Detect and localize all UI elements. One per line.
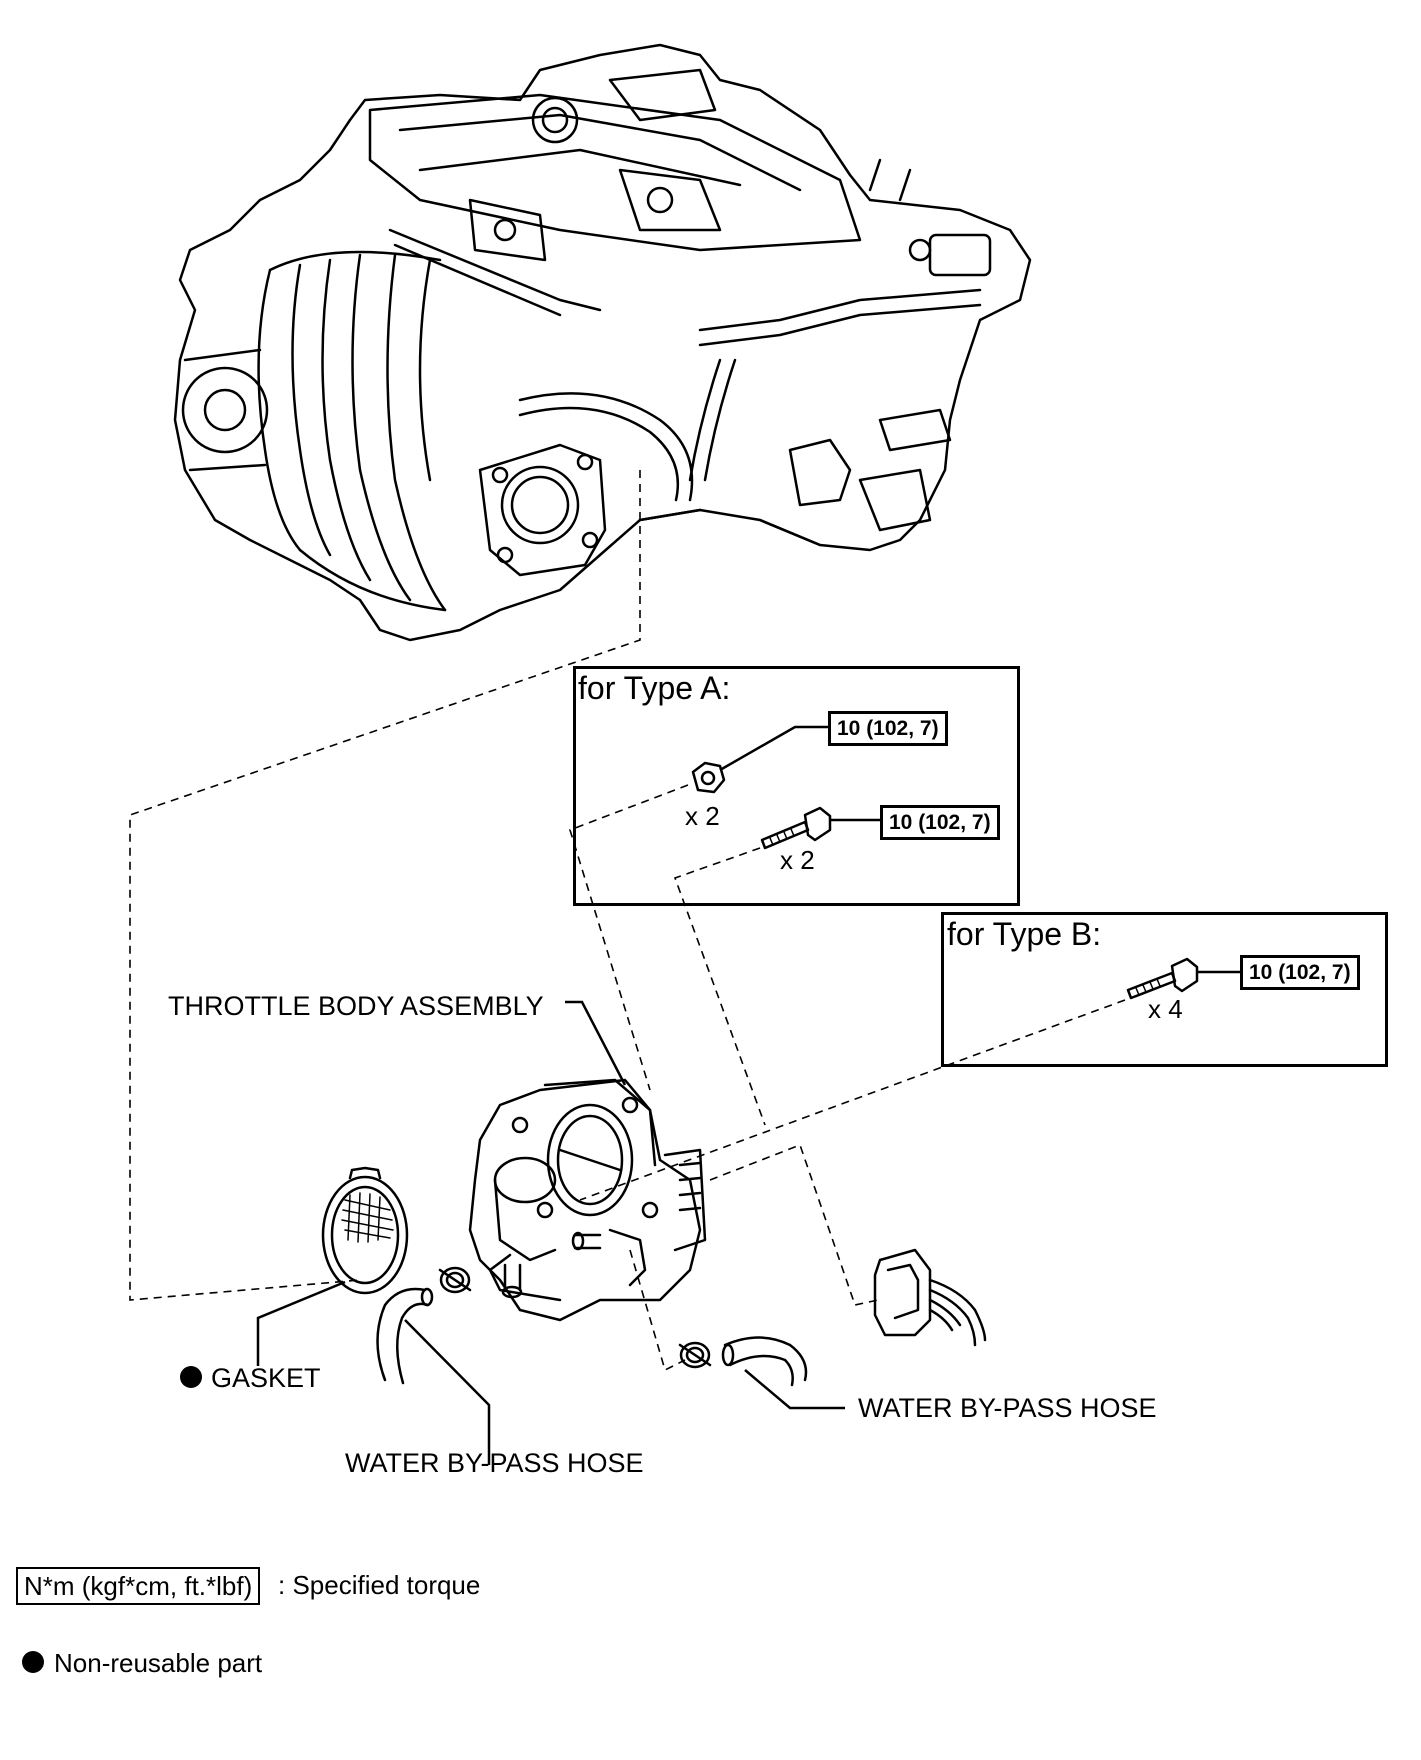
right-hose-label: WATER BY-PASS HOSE xyxy=(858,1393,1157,1423)
nonreusable-legend-dot xyxy=(22,1651,44,1673)
gasket-leader xyxy=(256,1280,346,1366)
right-hose-leader xyxy=(744,1369,845,1410)
throttle-body-leader xyxy=(565,1000,627,1086)
type-a-bolt-torque: 10 (102, 7) xyxy=(880,805,1000,840)
connector-drawing xyxy=(873,1248,987,1347)
type-a-frame xyxy=(573,666,1020,906)
left-hose-drawing xyxy=(376,1266,472,1385)
type-a-nut-quantity: x 2 xyxy=(685,801,720,831)
gasket-nonreusable-dot xyxy=(180,1366,202,1388)
right-hose-drawing xyxy=(678,1336,808,1387)
type-a-bolt-drawing xyxy=(760,806,832,850)
type-b-title: for Type B: xyxy=(947,916,1102,952)
gasket-label: GASKET xyxy=(211,1363,321,1393)
type-a-nut-dashed-line xyxy=(569,784,689,1091)
engine-to-gasket-dashed-line xyxy=(129,470,641,1301)
left-hose-label: WATER BY-PASS HOSE xyxy=(345,1448,644,1478)
type-b-bolt-quantity: x 4 xyxy=(1148,994,1183,1024)
connector-dashed-line xyxy=(709,1143,879,1306)
gasket-drawing xyxy=(321,1166,409,1295)
nonreusable-legend-label: Non-reusable part xyxy=(54,1648,263,1678)
type-a-bolt-dashed-line xyxy=(673,847,766,1126)
right-hose-dashed-line xyxy=(629,1249,686,1372)
type-b-bolt-dashed-line xyxy=(579,999,1126,1201)
type-b-bolt-drawing xyxy=(1126,957,1199,1000)
type-a-bolt-quantity: x 2 xyxy=(780,845,815,875)
torque-legend-description: : Specified torque xyxy=(278,1570,481,1600)
type-a-nut-torque: 10 (102, 7) xyxy=(828,711,948,746)
throttle-body-label: THROTTLE BODY ASSEMBLY xyxy=(168,991,544,1021)
type-a-nut-drawing xyxy=(691,761,726,794)
engine-assembly-drawing xyxy=(173,43,1032,642)
left-hose-leader xyxy=(404,1319,491,1465)
type-a-title: for Type A: xyxy=(578,670,731,706)
type-b-bolt-torque: 10 (102, 7) xyxy=(1240,955,1360,990)
throttle-body-drawing xyxy=(468,1078,707,1322)
torque-unit-legend-box: N*m (kgf*cm, ft.*lbf) xyxy=(16,1567,261,1605)
type-a-nut-leader xyxy=(719,725,828,772)
type-b-frame xyxy=(941,912,1388,1067)
